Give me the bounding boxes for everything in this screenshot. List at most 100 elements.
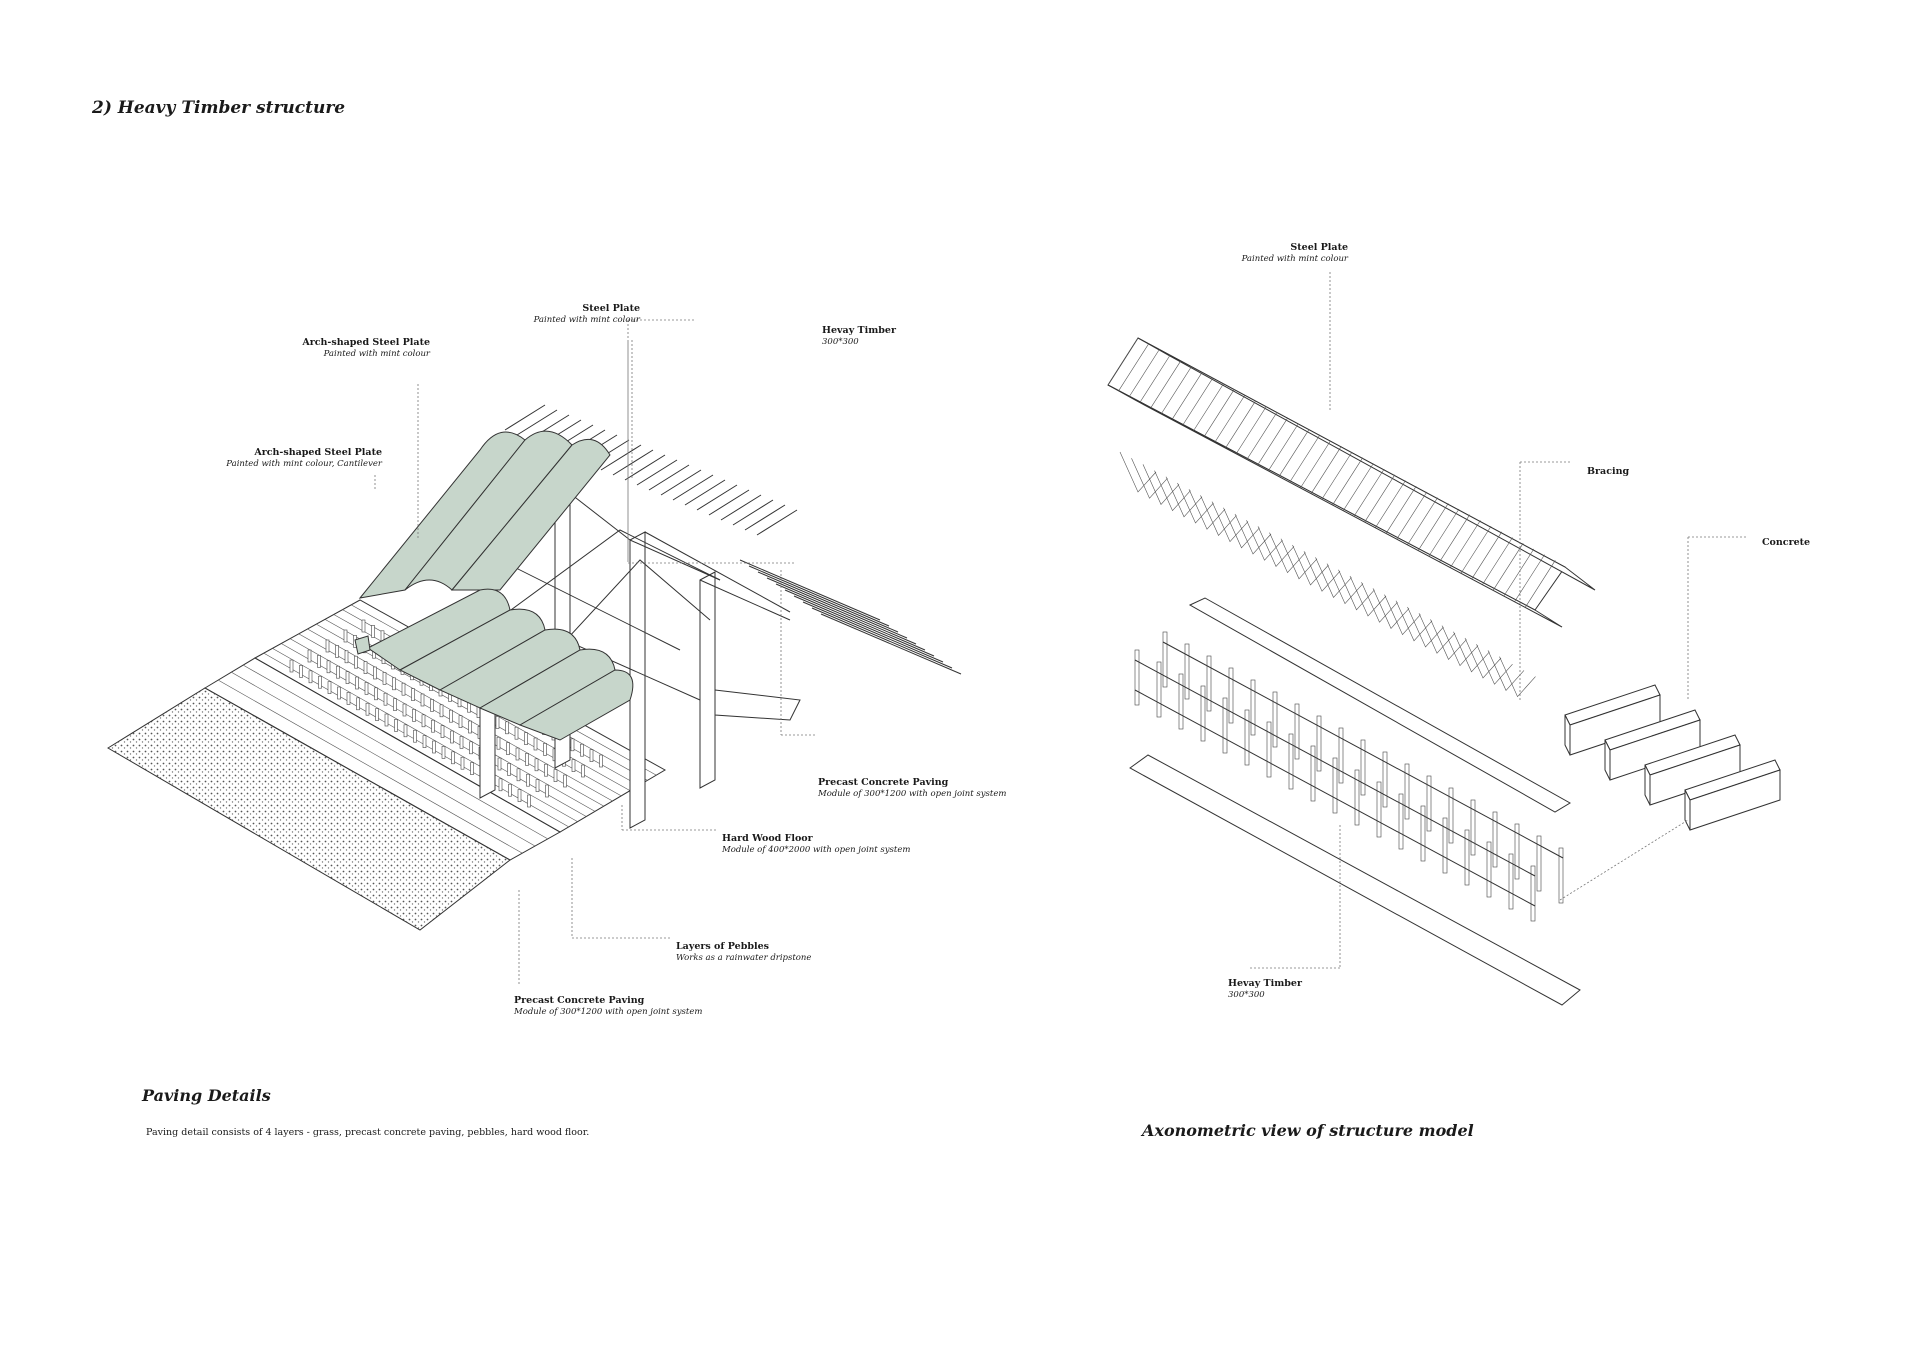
frame-post [1244, 709, 1250, 766]
roof-rib [1460, 525, 1492, 574]
pebble-mark [497, 757, 502, 771]
pebble-mark [506, 742, 510, 755]
overhang-slat [739, 559, 881, 621]
roof-rib [1171, 372, 1203, 420]
overhang-slat [811, 607, 953, 669]
label-hard-wood-floor: Hard Wood Floor Module of 400*2000 with … [722, 833, 911, 855]
floor-plank-line [289, 638, 596, 812]
axonometric-caption: Axonometric view of structure model [1142, 1121, 1474, 1140]
roof-slat [648, 464, 690, 491]
pebble-mark [563, 774, 567, 788]
frame-post [1266, 721, 1272, 778]
frame-post [1398, 793, 1404, 850]
pebble-mark [439, 704, 444, 718]
roof-slat [516, 409, 558, 436]
roof-rib [1407, 497, 1438, 545]
pebble-mark [599, 754, 603, 768]
brace-member [1188, 489, 1226, 530]
roof-rib [1439, 514, 1470, 562]
frame-post [1316, 715, 1322, 772]
roof-slat [696, 484, 738, 511]
pebble-mark [402, 703, 407, 717]
frame-rail [1134, 659, 1536, 877]
roof-rib [1139, 354, 1171, 403]
roof-slat [756, 509, 798, 536]
roof-rib [1375, 480, 1406, 528]
roof-slat [684, 479, 726, 506]
frame-post [1426, 775, 1432, 832]
pebble-mark [527, 794, 531, 808]
frame-post [1222, 697, 1228, 754]
brace-member [1200, 495, 1237, 536]
pebble-mark [374, 687, 378, 701]
frame-post [1360, 739, 1366, 796]
brace-member [1154, 470, 1191, 512]
roof-rib [1450, 520, 1481, 568]
pebble-mark [507, 763, 511, 776]
frame-post [1470, 799, 1476, 856]
pebble-mark [364, 682, 369, 695]
frame-post [1228, 667, 1234, 724]
frame-post [1338, 727, 1344, 784]
overhang-slat [757, 571, 899, 633]
roof-slat [636, 459, 678, 486]
roof-slat [732, 499, 774, 526]
frame-rail [1162, 641, 1564, 859]
overhang-slat [775, 583, 917, 645]
label-concrete: Concrete [1762, 537, 1811, 548]
pebble-mark [318, 675, 322, 689]
pebble-mark [344, 650, 349, 664]
frame-post [1184, 643, 1190, 700]
roof-rib [1150, 360, 1182, 408]
roof-rib [1492, 543, 1524, 591]
pebble-mark [412, 709, 416, 722]
roof-slat [744, 504, 786, 531]
label-heavy-timber-right: Hevay Timber 300*300 [1228, 978, 1302, 1000]
roof-rib [1514, 554, 1545, 602]
pebble-mark [361, 619, 366, 633]
pebble-mark [411, 688, 415, 701]
overhang-slat [766, 577, 908, 639]
brace-member [1315, 557, 1352, 598]
roof-rib [1300, 440, 1331, 488]
brace-member [1487, 650, 1525, 691]
pebble-mark [451, 751, 455, 765]
pebble-mark [363, 661, 368, 674]
brace-member [1303, 551, 1341, 592]
frame-post [1442, 817, 1448, 874]
brace-member [1395, 600, 1433, 642]
pebble-mark [525, 753, 529, 766]
frame-post [1134, 649, 1140, 706]
pebble-mark [422, 735, 427, 748]
frame-post [1492, 811, 1498, 868]
brace-member [1418, 613, 1456, 654]
pebble-mark [335, 645, 339, 658]
roof-rib [1396, 491, 1428, 540]
pebble-mark [517, 789, 522, 802]
roof-slat [672, 474, 714, 501]
floor-plank-line [307, 628, 613, 802]
label-arch-steel-plate-cantilever: Arch-shaped Steel Plate Painted with min… [226, 447, 382, 469]
pebble-mark [307, 649, 312, 663]
pebble-mark [570, 738, 575, 752]
frame-post [1294, 703, 1300, 760]
brace-member [1441, 625, 1479, 667]
grass-area [107, 687, 511, 931]
roof-rib [1311, 446, 1342, 494]
roof-slat [504, 404, 546, 431]
pebble-mark [327, 681, 332, 694]
pebble-mark [515, 747, 520, 761]
label-pebbles: Layers of Pebbles Works as a rainwater d… [676, 941, 812, 963]
pebble-mark [375, 708, 379, 721]
top-beam [1188, 597, 1571, 813]
brace-member [1269, 532, 1306, 574]
overhang-slat [793, 595, 935, 657]
page-title: 2) Heavy Timber structure [92, 98, 346, 118]
bracing [1119, 451, 1536, 698]
label-precast-paving-upper: Precast Concrete Paving Module of 300*12… [818, 777, 1007, 799]
frame-post [1332, 757, 1338, 814]
frame-post [1178, 673, 1184, 730]
brace-member [1223, 507, 1260, 549]
pebble-mark [343, 629, 348, 643]
brace-member [1142, 464, 1180, 505]
